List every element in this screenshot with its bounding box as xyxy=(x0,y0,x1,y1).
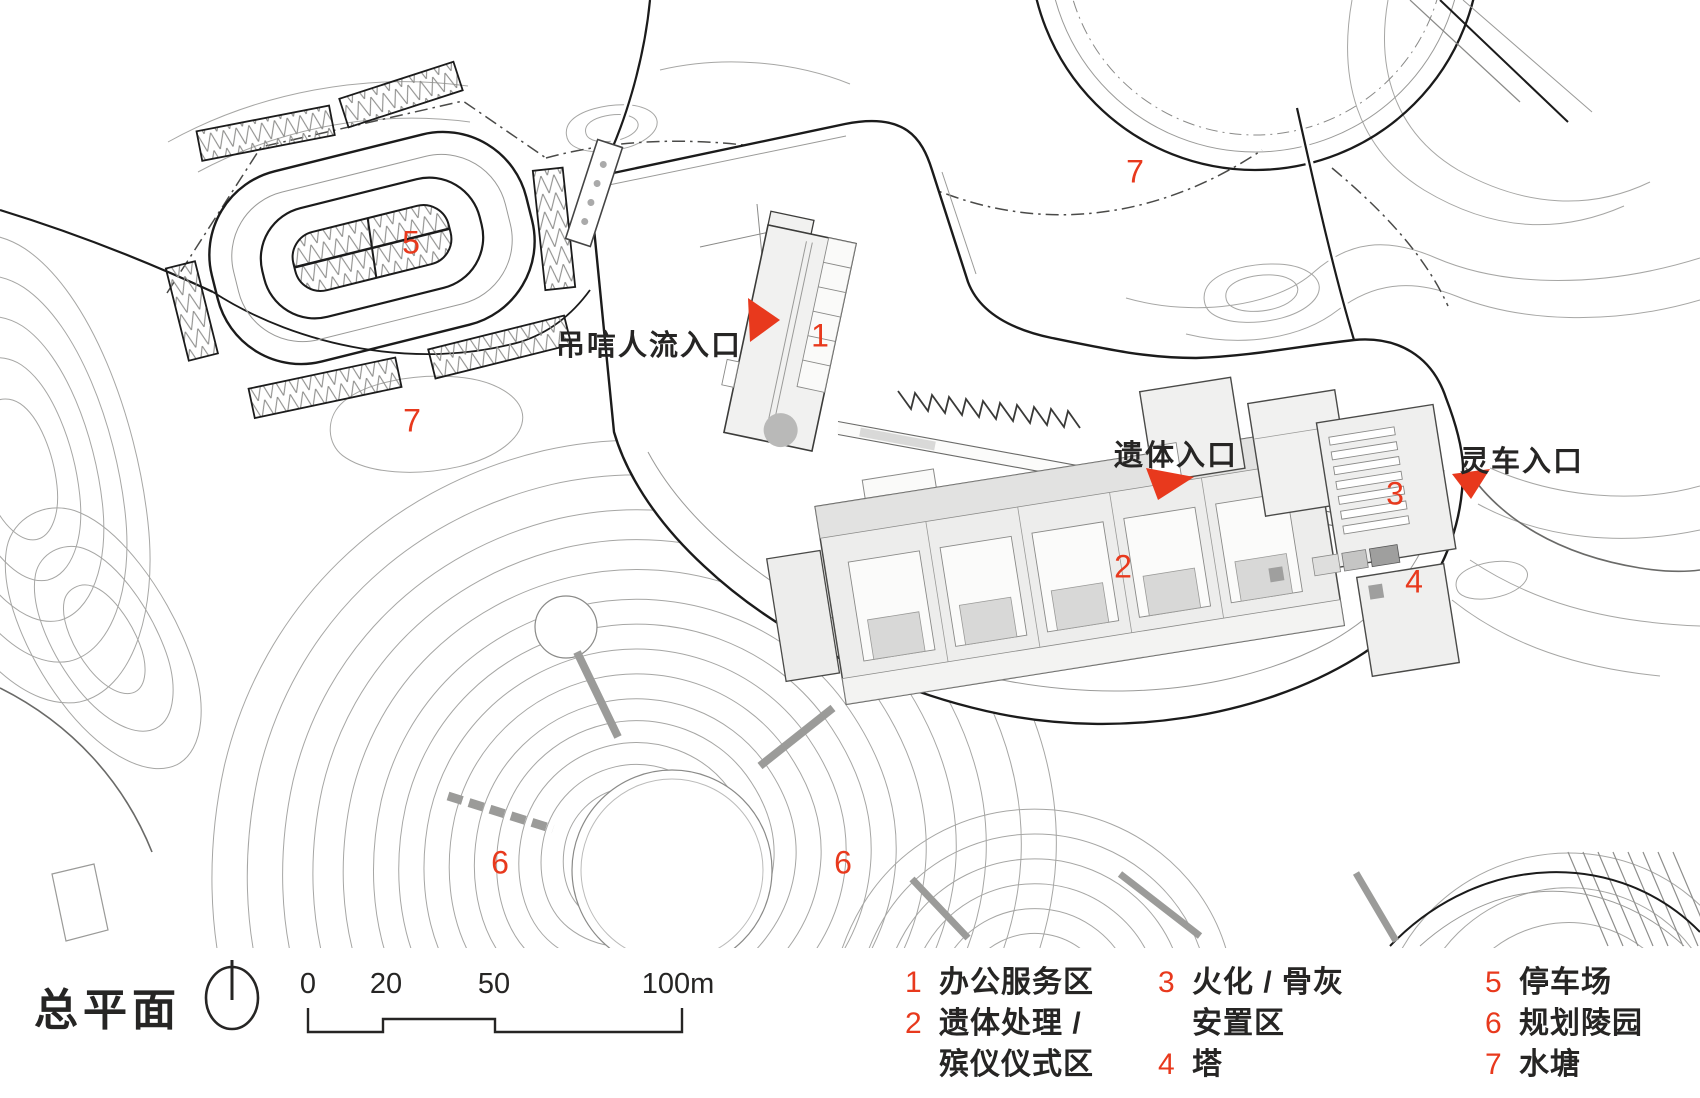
cemetery-circle-large xyxy=(571,769,773,948)
body-entrance-arrow-icon xyxy=(1146,468,1194,500)
mourner-entrance-arrow-icon xyxy=(748,298,780,342)
building-4-tower xyxy=(1311,544,1401,577)
body-entrance-label: 遗体入口 xyxy=(1114,440,1239,472)
hearse-entrance-hall xyxy=(1355,562,1461,678)
legend-text: 殡仪仪式区 xyxy=(939,1048,1094,1081)
legend-column-1: 1 办公服务区 2 遗体处理 / 殡仪仪式区 xyxy=(905,962,1094,1085)
legend-item-office: 1 办公服务区 xyxy=(905,962,1094,1003)
legend-text: 规划陵园 xyxy=(1519,1007,1643,1040)
legend-text: 遗体处理 / xyxy=(939,1007,1082,1040)
cemetery-circle-small xyxy=(534,595,598,659)
legend-item-placement-cont: 安置区 xyxy=(1158,1003,1344,1044)
legend-column-3: 5 停车场 6 规划陵园 7 水塘 xyxy=(1485,962,1643,1085)
legend-item-pond: 7 水塘 xyxy=(1485,1044,1643,1085)
legend-text: 塔 xyxy=(1192,1048,1223,1081)
legend-text: 水塘 xyxy=(1519,1048,1581,1081)
legend-item-cremation: 3 火化 / 骨灰 xyxy=(1158,962,1344,1003)
property-boundary-lines xyxy=(166,100,1449,307)
mourner-entrance-label: 吊唁人流入口 xyxy=(556,330,743,362)
slope-hatch xyxy=(1567,851,1700,947)
scale-label-50: 50 xyxy=(477,968,511,1000)
legend-num: 4 xyxy=(1158,1048,1175,1081)
scale-label-0: 0 xyxy=(299,968,317,1000)
hearse-entrance-label: 灵车入口 xyxy=(1460,446,1585,478)
plan-marker-parking: 5 xyxy=(402,224,420,261)
plan-marker-pond-north: 7 xyxy=(1126,153,1144,190)
plan-marker-cemetery-east: 6 xyxy=(834,844,852,881)
legend-num: 7 xyxy=(1485,1048,1502,1081)
hearse-entrance-arrow-icon xyxy=(1452,469,1490,499)
scale-label-20: 20 xyxy=(369,968,403,1000)
building-3-crematorium xyxy=(1315,403,1457,568)
legend-text: 安置区 xyxy=(1192,1007,1285,1040)
legend-text: 办公服务区 xyxy=(939,966,1094,999)
legend-text: 火化 / 骨灰 xyxy=(1192,966,1345,999)
plan-marker-office: 1 xyxy=(811,317,829,354)
north-arrow-icon xyxy=(204,960,260,1031)
plan-marker-cemetery-west: 6 xyxy=(491,844,509,881)
pond-northeast-edge xyxy=(1035,0,1475,172)
legend-item-cemetery: 6 规划陵园 xyxy=(1485,1003,1643,1044)
legend-item-ceremony-cont: 殡仪仪式区 xyxy=(905,1044,1094,1085)
legend-num: 6 xyxy=(1485,1007,1502,1040)
legend-num: 5 xyxy=(1485,966,1502,999)
plan-marker-crematorium: 3 xyxy=(1386,475,1404,512)
page-title: 总平面 xyxy=(34,986,181,1035)
building-2-funeral-complex xyxy=(765,426,1346,706)
plan-marker-tower: 4 xyxy=(1405,563,1423,600)
retaining-wall-zigzag xyxy=(897,390,1081,430)
legend-num: 2 xyxy=(905,1007,922,1040)
plan-marker-funeral-complex: 2 xyxy=(1114,548,1132,585)
scale-bar xyxy=(306,1008,684,1034)
plan-marker-pond-west: 7 xyxy=(403,402,421,439)
scale-label-100m: 100m xyxy=(641,968,715,1000)
entry-bridge xyxy=(564,138,624,248)
building-1-office xyxy=(721,210,858,452)
parking-lot xyxy=(164,60,577,420)
legend-num: 3 xyxy=(1158,966,1175,999)
legend-num: 1 xyxy=(905,966,922,999)
legend-text: 停车场 xyxy=(1519,966,1612,999)
cemetery-paths xyxy=(446,650,1400,943)
legend-item-body-processing: 2 遗体处理 / xyxy=(905,1003,1094,1044)
legend-item-parking: 5 停车场 xyxy=(1485,962,1643,1003)
